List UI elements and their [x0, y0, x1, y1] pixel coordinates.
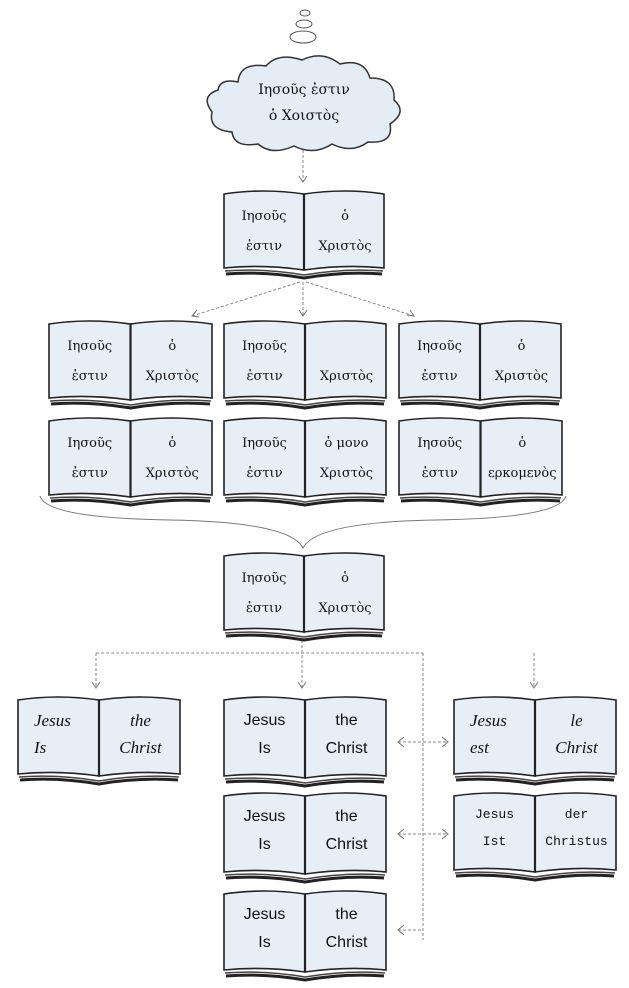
right-page-line-2: Χριστὸς — [494, 368, 549, 384]
left-page-line-1: Jesus — [243, 711, 286, 729]
right-page-line-2: Christ — [555, 738, 598, 758]
book-shape — [223, 190, 385, 280]
book-copy-b: Ιησοῦς ἐστιν Χριστὸς — [222, 318, 388, 410]
right-page-line-1: ὁ μονο — [324, 436, 369, 452]
book-shape — [398, 417, 563, 507]
merge-brace — [39, 495, 567, 550]
left-page-line-2: est — [470, 738, 489, 758]
left-page-line-1: Jesus — [34, 710, 71, 730]
book-shape — [223, 417, 387, 507]
left-page-line-2: ἐστιν — [71, 465, 108, 481]
right-page-line-2: Χριστὸς — [319, 368, 374, 384]
right-page-line-1: the — [335, 711, 358, 729]
left-page-line-2: ἐστιν — [245, 600, 283, 616]
left-page-line-2: ἐστιν — [421, 465, 458, 481]
left-page-line-2: Is — [258, 934, 271, 952]
right-page-line-1: der — [564, 806, 589, 822]
cloud-line-2: ὁ Χοιστὸς — [268, 108, 340, 124]
book-shape — [223, 552, 385, 642]
left-page-line-2: ἐστιν — [421, 368, 458, 384]
left-page-line-1: Ιησοῦς — [242, 436, 287, 452]
book-shape — [453, 792, 617, 882]
left-page-line-2: ἐστιν — [246, 368, 283, 384]
book-shape — [398, 320, 562, 410]
thought-bubble-large — [289, 30, 317, 44]
cloud-line-1: Ιησοῦς ἐστιν — [258, 82, 350, 98]
right-page-line-2: Christ — [325, 836, 368, 854]
thought-bubble-small — [299, 9, 311, 17]
right-page-line-2: Christus — [545, 834, 608, 850]
left-page-line-2: ἐστιν — [71, 368, 108, 384]
left-page-line-1: Ιησοῦς — [417, 436, 463, 452]
right-page-line-1: ὁ — [518, 436, 527, 452]
right-page-line-1: ὁ — [168, 436, 177, 452]
arrow-original-to-copy-left — [191, 281, 301, 317]
right-page-line-2: Χριστὸς — [318, 600, 372, 616]
right-page-line-2: Χριστὸς — [318, 238, 372, 254]
left-page-line-2: Is — [258, 836, 271, 854]
book-copy-f: Ιησοῦς ἐστιν ὁ ερκομενὸς — [397, 415, 564, 507]
left-page-line-1: Ιησοῦς — [67, 339, 113, 355]
left-page-line-1: Jesus — [243, 905, 286, 923]
left-page-line-2: Ist — [482, 834, 507, 850]
book-shape — [17, 696, 181, 786]
original-thought-cloud: Ιησοῦς ἐστιν ὁ Χοιστὸς — [198, 52, 410, 152]
right-page-line-1: ὁ — [168, 339, 177, 355]
arrow-original-to-copy-right — [305, 281, 415, 317]
right-page-line-2: ερκομενὸς — [487, 465, 557, 481]
cloud-shape — [206, 55, 401, 152]
left-page-line-2: Is — [258, 740, 271, 758]
book-shape — [48, 320, 213, 410]
left-page-line-1: Jesus — [470, 710, 507, 730]
right-page-line-1: the — [335, 905, 358, 923]
right-page-line-2: Christ — [325, 934, 368, 952]
left-page-line-2: Is — [34, 738, 47, 758]
left-page-line-1: Ιησοῦς — [242, 339, 287, 355]
right-page-line-2: Χριστὸς — [145, 368, 199, 384]
right-page-line-2: Christ — [119, 738, 162, 758]
left-page-line-1: Ιησοῦς — [241, 209, 287, 225]
book-shape — [48, 417, 213, 507]
thought-bubble-medium — [295, 19, 313, 29]
right-page-line-1: the — [130, 710, 151, 730]
left-page-line-1: Jesus — [474, 806, 514, 822]
right-page-line-1: ὁ — [517, 339, 526, 355]
left-page-line-1: Ιησοῦς — [417, 339, 462, 355]
right-page-line-1: le — [570, 710, 583, 730]
book-shape — [223, 696, 387, 788]
right-page-line-1: ὁ — [341, 571, 349, 587]
right-page-line-2: Χριστὸς — [319, 465, 374, 481]
right-page-line-1: ὁ — [341, 209, 349, 225]
left-page-line-2: ἐστιν — [246, 465, 283, 481]
left-page-line-1: Jesus — [243, 807, 286, 825]
book-shape — [453, 696, 617, 786]
left-page-line-1: Ιησοῦς — [67, 436, 113, 452]
book-shape — [223, 792, 387, 884]
right-page-line-2: Χριστὸς — [145, 465, 199, 481]
book-shape — [223, 320, 387, 410]
left-page-line-2: ἐστιν — [245, 238, 283, 254]
right-page-line-1: the — [335, 807, 358, 825]
book-shape — [223, 890, 387, 982]
right-page-line-2: Christ — [325, 740, 368, 758]
left-page-line-1: Ιησοῦς — [241, 571, 287, 587]
